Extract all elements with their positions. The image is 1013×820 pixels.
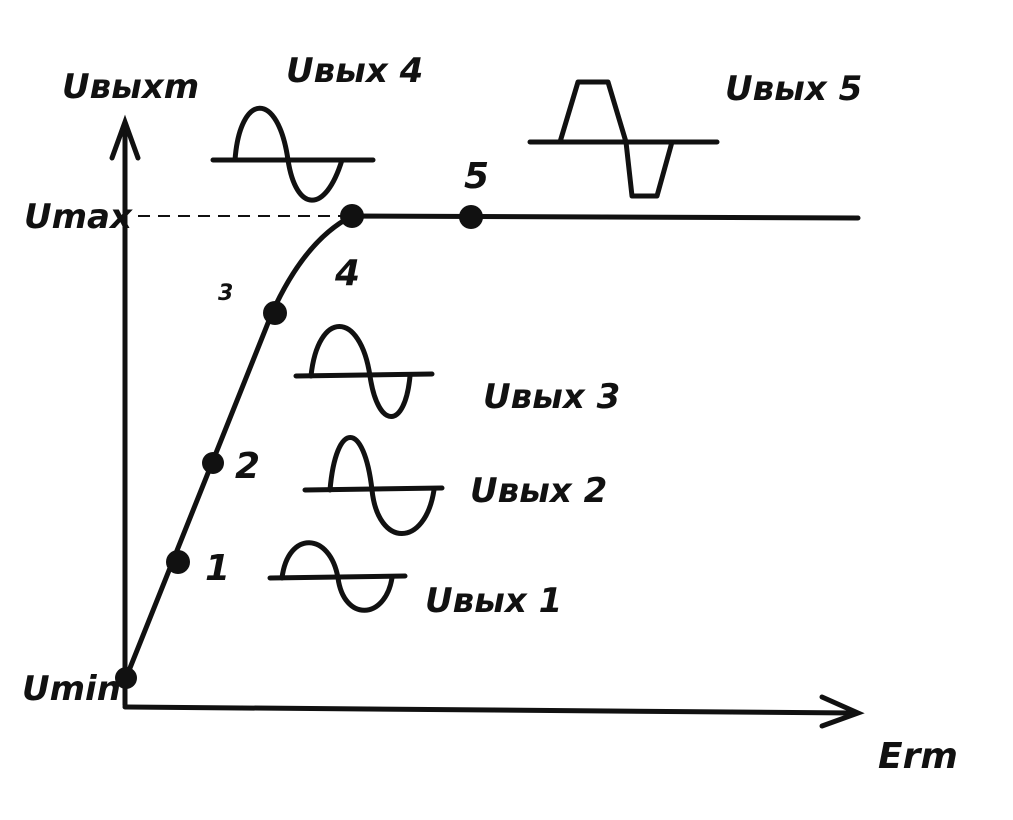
x-axis-arrow bbox=[819, 694, 865, 729]
waveforms bbox=[210, 79, 720, 613]
y-axis-label: Uвыхm bbox=[62, 67, 199, 107]
waveform-4-sine bbox=[232, 105, 345, 203]
x-axis bbox=[122, 704, 858, 716]
point-5 bbox=[459, 205, 483, 229]
waveform-label-1: Uвых 1 bbox=[425, 581, 562, 621]
x-axis-label: Erm bbox=[878, 736, 958, 777]
point-1 bbox=[166, 550, 190, 574]
point-label-2: 2 bbox=[235, 446, 260, 487]
y-axis-arrow bbox=[109, 114, 141, 161]
point-2 bbox=[202, 452, 224, 474]
point-3 bbox=[263, 301, 287, 325]
waveform-label-5: Uвых 5 bbox=[725, 69, 862, 109]
point-label-1: 1 bbox=[205, 548, 230, 589]
umin-label: Umin bbox=[22, 669, 121, 709]
point-4 bbox=[340, 204, 364, 228]
waveform-label-3: Uвых 3 bbox=[483, 377, 620, 417]
waveform-2-sine bbox=[327, 435, 437, 536]
waveform-3-sine bbox=[308, 324, 413, 419]
waveform-1-sine bbox=[279, 540, 395, 613]
umax-label: Umax bbox=[24, 197, 133, 237]
point-label-4: 4 bbox=[334, 253, 360, 294]
waveform-5-clipped bbox=[557, 79, 675, 199]
axes bbox=[109, 114, 865, 729]
point-label-3: 3 bbox=[218, 281, 233, 306]
waveform-label-2: Uвых 2 bbox=[470, 471, 607, 511]
curve-points bbox=[115, 204, 483, 689]
point-label-5: 5 bbox=[464, 156, 489, 197]
point-min bbox=[115, 667, 137, 689]
waveform-label-4: Uвых 4 bbox=[286, 51, 423, 91]
